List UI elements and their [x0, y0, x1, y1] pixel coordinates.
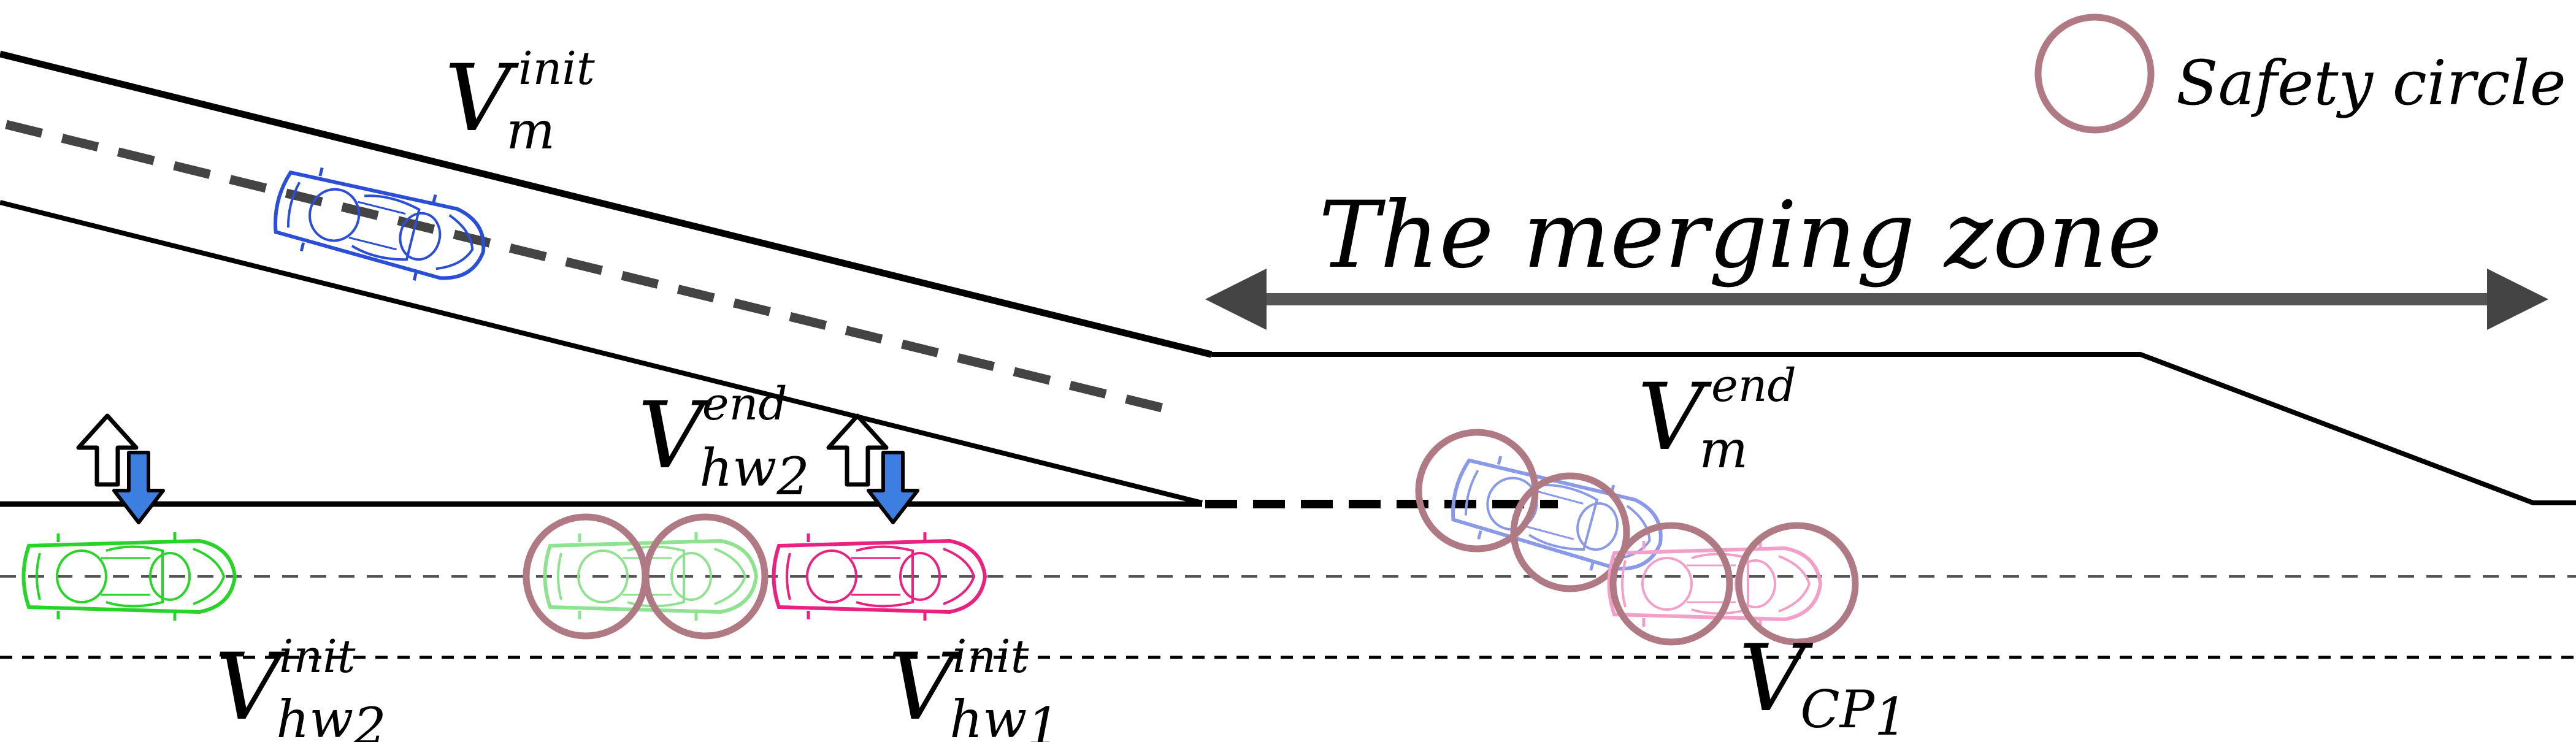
label-vhw2-init: Vhw2init: [215, 630, 386, 742]
accel-arrows-hw1: [826, 413, 919, 524]
down-arrow-icon: [867, 451, 919, 524]
label-vcp1: VCP1: [1739, 625, 1907, 742]
safety-circle: [1510, 472, 1630, 592]
up-arrow-icon: [826, 413, 889, 487]
up-arrow-icon: [76, 413, 139, 487]
accel-arrows-hw2: [76, 413, 165, 524]
ramp-center-line: [5, 120, 1176, 416]
vehicle-cp1: [1609, 540, 1821, 628]
merging-zone-label: The merging zone: [1319, 182, 2162, 289]
ramp-upper-edge: [0, 50, 1213, 358]
safety-circle: [1609, 522, 1733, 646]
down-arrow-icon: [112, 451, 165, 524]
legend-label: Safety circle: [2176, 47, 2566, 119]
main-road-upper-edge: [1211, 352, 2576, 505]
label-vm-end: Vmend: [1638, 359, 1796, 480]
safety-circle: [1415, 429, 1539, 553]
ramp-lower-edge: [0, 200, 1203, 505]
label-vhw2-end: Vhw2end: [638, 378, 810, 507]
legend: Safety circle: [2034, 13, 2566, 134]
road: [0, 50, 2576, 659]
label-vm-init: Vminit: [445, 42, 595, 161]
legend-safety-circle-icon: [2034, 13, 2155, 134]
label-vhw1-init: Vhw1init: [888, 630, 1060, 742]
safety-circle: [642, 513, 769, 640]
safety-circle: [1735, 522, 1859, 646]
vehicle-merge-initial: [267, 158, 494, 295]
